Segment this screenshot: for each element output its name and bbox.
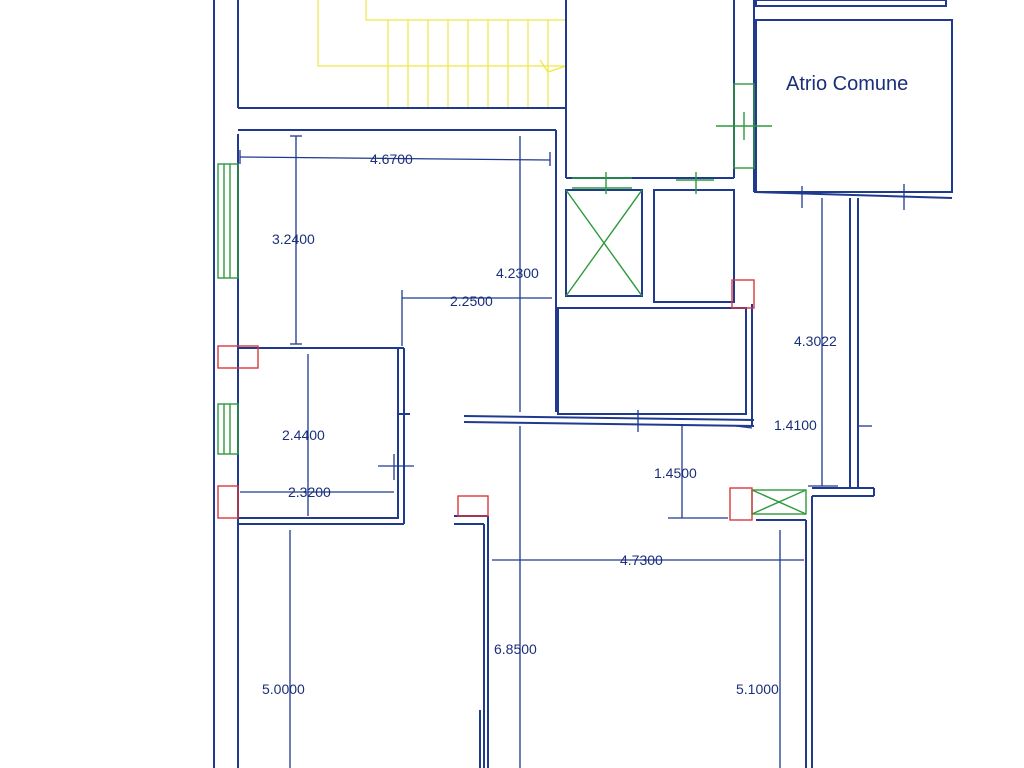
door-markers — [217, 279, 755, 521]
windows — [217, 83, 807, 515]
dim-4-3022: 4.3022 — [794, 333, 837, 349]
dim-2-2500: 2.2500 — [450, 293, 493, 309]
dim-4-2300: 4.2300 — [496, 265, 539, 281]
room-label-atrio: Atrio Comune — [786, 73, 908, 95]
dim-1-4100: 1.4100 — [774, 417, 817, 433]
dim-2-3200: 2.3200 — [288, 484, 331, 500]
dim-4-7300: 4.7300 — [620, 552, 663, 568]
walls — [213, 0, 953, 768]
dim-2-4400: 2.4400 — [282, 427, 325, 443]
dim-5-0000: 5.0000 — [262, 681, 305, 697]
dim-1-4500: 1.4500 — [654, 465, 697, 481]
dim-5-1000: 5.1000 — [736, 681, 779, 697]
staircase — [317, 0, 567, 109]
dimension-lines — [239, 135, 905, 768]
dim-6-8500: 6.8500 — [494, 641, 537, 657]
dim-3-2400: 3.2400 — [272, 231, 315, 247]
dim-4-6700: 4.6700 — [370, 151, 413, 167]
